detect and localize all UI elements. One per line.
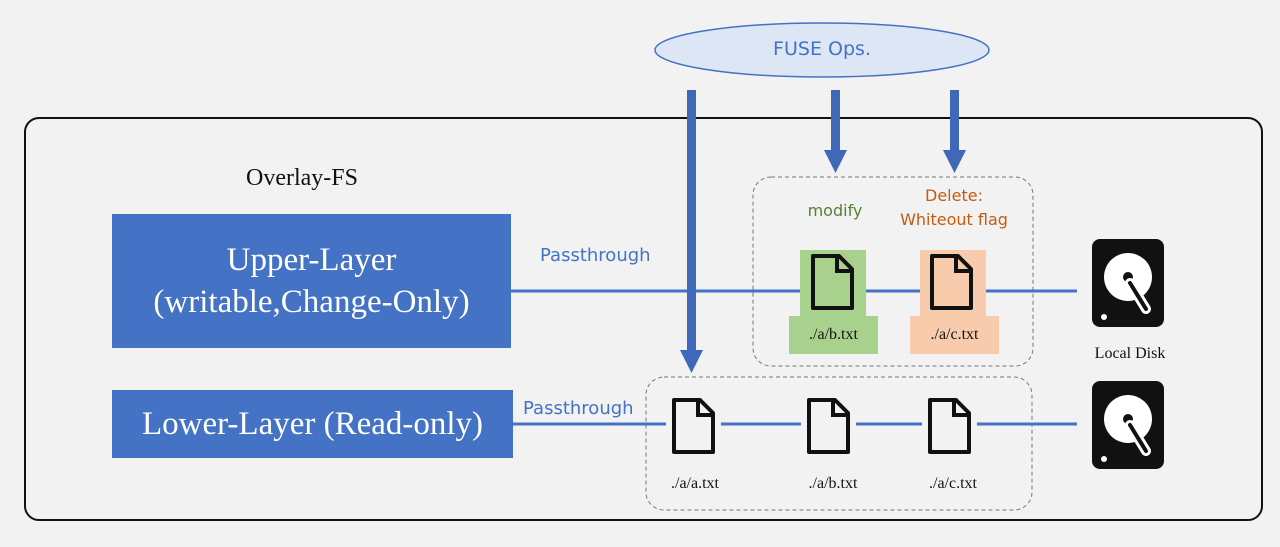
lower-file-b-label: ./a/b.txt bbox=[808, 475, 858, 492]
file-icon bbox=[801, 398, 856, 454]
fuse-ops-ellipse bbox=[654, 22, 990, 78]
upper-file-b-label: ./a/b.txt bbox=[809, 326, 858, 343]
upper-passthrough-label: Passthrough bbox=[540, 245, 651, 266]
upper-layer-subtitle: (writable,Change-Only) bbox=[153, 284, 470, 320]
file-icon bbox=[666, 398, 721, 454]
lower-layer-box: Lower-Layer (Read-only) bbox=[112, 390, 513, 458]
hard-disk-icon bbox=[1092, 381, 1164, 469]
fuse-ops-label: FUSE Ops. bbox=[773, 38, 871, 60]
lower-file-c-label: ./a/c.txt bbox=[929, 475, 977, 492]
file-icon bbox=[811, 254, 854, 310]
arrow-down-icon bbox=[680, 90, 703, 373]
modify-label: modify bbox=[807, 201, 863, 220]
modify-label-bg bbox=[789, 316, 878, 354]
delete-label: Delete: Whiteout flag bbox=[890, 184, 1018, 232]
file-icon bbox=[930, 254, 973, 310]
delete-label-line1: Delete: bbox=[925, 186, 983, 205]
lower-files-group bbox=[645, 376, 1033, 511]
arrow-down-icon bbox=[943, 90, 966, 173]
upper-file-c-label: ./a/c.txt bbox=[930, 326, 979, 343]
lower-file-a-label: ./a/a.txt bbox=[671, 475, 719, 492]
overlay-fs-title: Overlay-FS bbox=[246, 165, 358, 191]
upper-layer-title: Upper-Layer bbox=[226, 242, 397, 278]
hard-disk-icon bbox=[1092, 239, 1164, 327]
lower-layer-label: Lower-Layer (Read-only) bbox=[141, 405, 484, 442]
arrow-down-icon bbox=[824, 90, 847, 173]
delete-label-line2: Whiteout flag bbox=[900, 210, 1008, 229]
file-icon bbox=[922, 398, 977, 454]
lower-passthrough-label: Passthrough bbox=[523, 398, 634, 419]
upper-files-group bbox=[752, 176, 1034, 367]
delete-label-bg bbox=[910, 316, 999, 354]
local-disk-label: Local Disk bbox=[1094, 345, 1166, 362]
upper-layer-box: Upper-Layer (writable,Change-Only) bbox=[112, 214, 511, 348]
